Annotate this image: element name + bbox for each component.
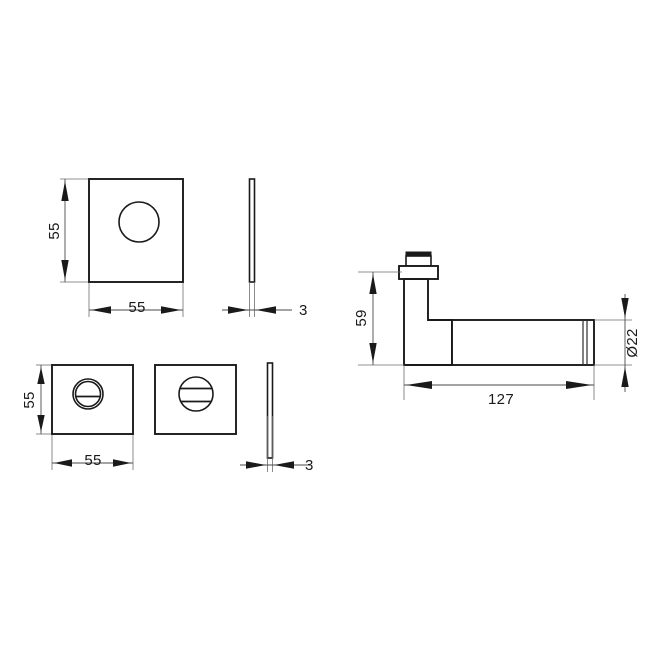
arrow-turn-height-bottom	[37, 415, 45, 432]
arrow-plain-width-left	[91, 306, 111, 314]
arrow-plain-thick-left	[228, 306, 248, 314]
rose-plain-side-plate	[248, 178, 256, 283]
arrow-turn-width-left	[54, 459, 72, 467]
dimension-rose-turn-height: 55	[21, 365, 45, 434]
arrow-turn-width-right	[113, 459, 131, 467]
rose-release-circle	[178, 376, 214, 412]
arrow-plain-height-top	[61, 181, 69, 201]
dimension-lever-neck-height: 59	[353, 272, 377, 365]
rose-turn-knob-inner-circle	[74, 380, 102, 408]
dim-label-rose-plain-height: 55	[46, 222, 63, 239]
arrow-lever-dia-bottom	[621, 367, 629, 387]
arrow-lever-dia-top	[621, 298, 629, 318]
lever-bar	[451, 319, 595, 366]
dim-label-lever-neck-height: 59	[353, 309, 370, 326]
dimension-rose-turn-width: 55	[52, 452, 133, 469]
arrow-turn-height-top	[37, 367, 45, 384]
dimension-lever-length: 127	[404, 381, 594, 408]
lever-spindle-stub	[405, 255, 432, 267]
arrow-turn-thick-right	[274, 461, 294, 469]
arrow-lever-height-bottom	[369, 343, 377, 363]
dimension-rose-plain-height: 55	[46, 179, 69, 282]
arrow-lever-height-top	[369, 274, 377, 294]
view-rose-release	[154, 364, 237, 435]
rose-turn-side-plate	[266, 362, 274, 459]
view-rose-turn-side: 3	[240, 362, 314, 474]
arrow-plain-width-right	[161, 306, 181, 314]
dimension-rose-plain-thickness: 3	[222, 302, 308, 319]
arrow-turn-thick-left	[246, 461, 266, 469]
dim-label-rose-plain-width: 55	[128, 299, 145, 316]
lever-collar	[398, 265, 439, 280]
arrow-lever-length-left	[406, 381, 432, 389]
dimension-rose-plain-width: 55	[89, 299, 183, 316]
dim-label-lever-length: 127	[488, 391, 514, 408]
dim-label-rose-turn-thickness: 3	[305, 457, 314, 474]
view-rose-plain-side: 3	[222, 178, 308, 319]
rose-plain-bore-circle	[118, 201, 160, 243]
arrow-plain-height-bottom	[61, 260, 69, 280]
dimension-lever-diameter: Ø22	[621, 294, 641, 392]
dim-label-rose-turn-width: 55	[84, 452, 101, 469]
view-rose-plain: 55 55	[46, 178, 184, 317]
dim-label-rose-turn-height: 55	[21, 391, 38, 408]
dim-label-lever-diameter: Ø22	[624, 328, 641, 357]
view-rose-turn: 55 55	[21, 364, 134, 470]
arrow-lever-length-right	[566, 381, 592, 389]
dim-label-rose-plain-thickness: 3	[299, 302, 308, 319]
dimension-rose-turn-thickness: 3	[240, 457, 314, 474]
view-lever-handle: 59 127 Ø22	[353, 251, 641, 408]
arrow-plain-thick-right	[256, 306, 276, 314]
